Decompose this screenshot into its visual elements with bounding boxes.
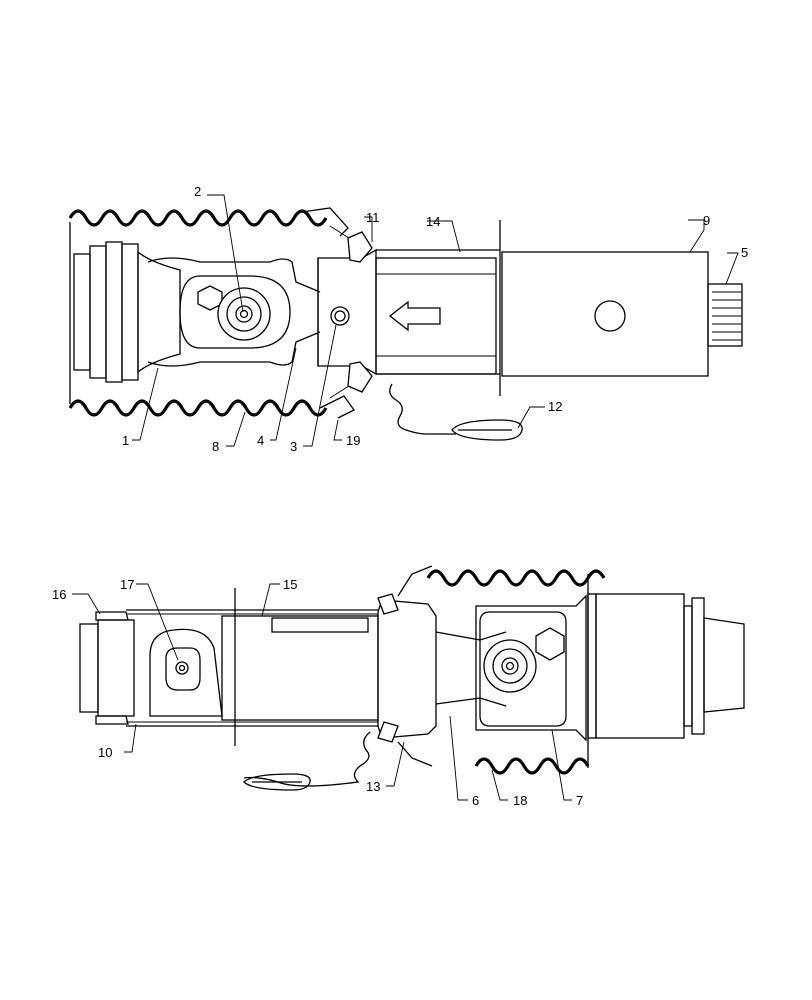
callout-1: 1	[122, 433, 129, 448]
hex-bolt-top	[197, 285, 223, 311]
flange-ring	[683, 605, 693, 727]
bearing-ring-bottom-lower	[377, 721, 399, 743]
end-bearing-collar	[97, 619, 135, 717]
bracket-fastener	[175, 661, 189, 675]
callout-9: 9	[703, 213, 710, 228]
guard-tube-bottom	[126, 609, 378, 727]
end-bearing-lip-upper	[95, 611, 129, 621]
cross-bearing-bottom	[483, 639, 537, 693]
callout-15: 15	[283, 577, 297, 592]
inner-profile-tube	[375, 257, 497, 375]
callout-13: 13	[366, 779, 380, 794]
safety-chain-bottom	[243, 731, 371, 787]
direction-arrow	[388, 300, 441, 332]
callout-12: 12	[548, 399, 562, 414]
snap-hook-bottom	[243, 773, 311, 791]
locking-pin	[330, 306, 350, 326]
flange	[691, 597, 705, 735]
safety-chain-top	[389, 383, 456, 435]
callout-5: 5	[741, 245, 748, 260]
callout-10: 10	[98, 745, 112, 760]
bracket-plate	[149, 628, 223, 717]
end-cap	[79, 623, 99, 713]
callout-18: 18	[513, 793, 527, 808]
bottom-boot-lower-edge	[474, 757, 590, 775]
bearing-ring-bottom-upper	[377, 593, 399, 615]
bottom-boot-upper-edge	[426, 569, 606, 587]
top-driveshaft-assembly	[68, 207, 743, 441]
yoke-bellows-rings	[73, 241, 181, 383]
tube-hole	[594, 300, 626, 332]
tube-clamp	[271, 617, 369, 633]
guard-tab-upper	[301, 207, 349, 237]
callout-2: 2	[194, 184, 201, 199]
end-bearing-lip-lower	[95, 715, 129, 725]
bearing-ring-upper	[347, 231, 373, 263]
cone-upper	[397, 565, 433, 597]
snap-hook-top	[451, 419, 523, 441]
bottom-driveshaft-assembly	[79, 565, 745, 791]
guard-tab-lower	[319, 395, 355, 419]
bottom-leader-lines	[72, 583, 572, 801]
splined-shaft-stub	[707, 283, 743, 347]
callout-4: 4	[257, 433, 264, 448]
callout-17: 17	[120, 577, 134, 592]
callout-8: 8	[212, 439, 219, 454]
coupler-housing	[377, 599, 437, 739]
callout-6: 6	[472, 793, 479, 808]
output-shaft-bottom	[703, 617, 745, 713]
guard-tube-top	[376, 249, 500, 375]
callout-19: 19	[346, 433, 360, 448]
callout-16: 16	[52, 587, 66, 602]
top-boot-lower-edge	[68, 399, 328, 417]
callout-11: 11	[366, 210, 380, 225]
hex-bolt-bottom	[535, 627, 565, 661]
cross-bearing-top	[217, 287, 271, 341]
yoke-ear	[179, 275, 291, 349]
outer-yoke	[147, 257, 321, 367]
callout-7: 7	[576, 793, 583, 808]
outer-profile-tube	[501, 251, 709, 377]
tractor-side-housing	[595, 593, 685, 739]
outer-yoke-bottom	[475, 594, 587, 742]
callout-14: 14	[426, 214, 440, 229]
callout-3: 3	[290, 439, 297, 454]
top-boot-upper-edge	[68, 209, 328, 227]
bearing-ring-lower	[347, 361, 373, 393]
housing-seal	[587, 593, 597, 739]
top-leader-lines	[132, 194, 739, 447]
